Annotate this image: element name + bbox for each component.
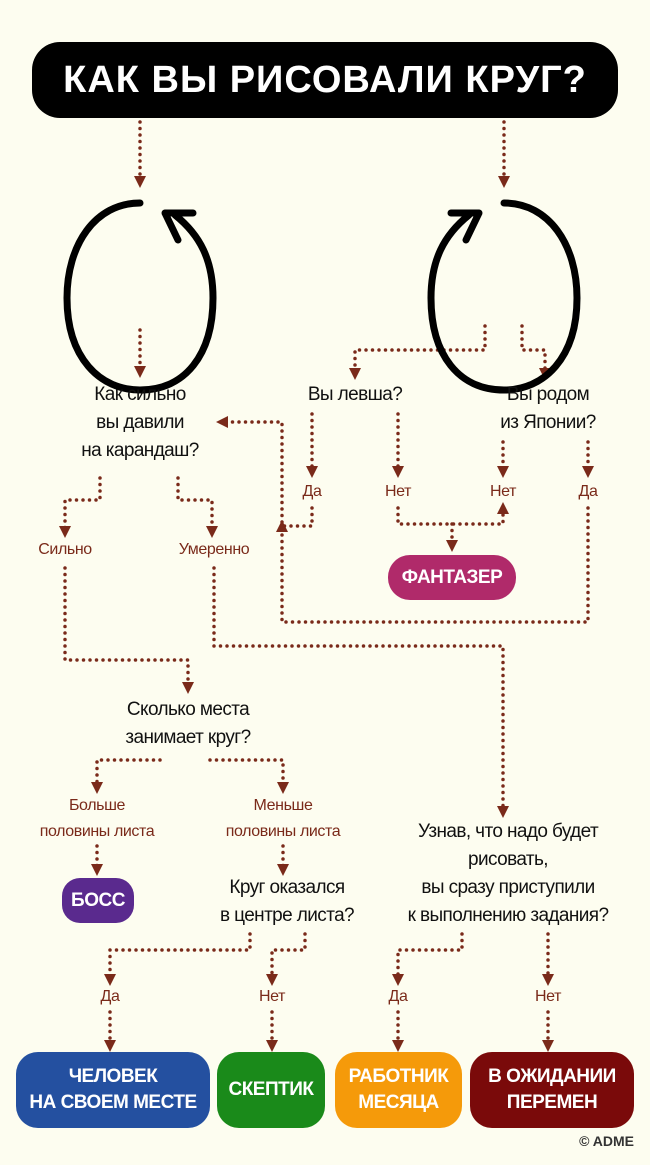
result-label: В ОЖИДАНИИ	[488, 1066, 616, 1087]
text-line: вы сразу приступили	[421, 877, 595, 898]
question-pressure: Как сильно вы давили на карандаш?	[81, 381, 199, 465]
result-employee: РАБОТНИК МЕСЯЦА	[335, 1052, 462, 1128]
text-line: на карандаш?	[81, 440, 199, 461]
text-line: к выполнению задания?	[407, 905, 609, 926]
clockwise-arrowhead-icon	[161, 209, 197, 244]
copyright: © ADME	[579, 1133, 634, 1149]
connector	[520, 324, 551, 380]
text-line: половины листа	[39, 823, 155, 840]
label-more-than-half: Больше половины листа	[40, 793, 155, 845]
question-start: Узнав, что надо будет рисовать, вы сразу…	[408, 818, 609, 930]
result-label: БОСС	[71, 889, 125, 911]
result-label: РАБОТНИК	[348, 1066, 449, 1087]
result-skeptic: СКЕПТИК	[217, 1052, 325, 1128]
label-less-than-half: Меньше половины листа	[226, 793, 341, 845]
label-no: Нет	[384, 483, 412, 500]
connector	[208, 758, 289, 794]
result-label: НА СВОЕМ МЕСТЕ	[29, 1092, 197, 1113]
text-line: вы давили	[96, 412, 184, 433]
text-line: из Японии?	[500, 412, 596, 433]
label-no: Нет	[489, 483, 517, 500]
title: КАК ВЫ РИСОВАЛИ КРУГ?	[32, 42, 618, 118]
connector	[63, 566, 194, 694]
result-dreamer: ФАНТАЗЕР	[388, 555, 516, 600]
question-japan: Вы родом из Японии?	[500, 381, 596, 437]
label-no: Нет	[258, 988, 286, 1005]
label-no: Нет	[534, 988, 562, 1005]
text-line: занимает круг?	[125, 727, 251, 748]
question-center: Круг оказался в центре листа?	[219, 874, 355, 930]
connector	[91, 758, 162, 794]
text-line: в центре листа?	[219, 905, 355, 926]
connector	[104, 932, 252, 986]
result-label: ФАНТАЗЕР	[401, 566, 503, 588]
text-line: Меньше	[253, 797, 313, 814]
question-space: Сколько места занимает круг?	[125, 696, 251, 752]
text-line: Как сильно	[94, 384, 186, 405]
connector	[212, 566, 509, 818]
label-moderate: Умеренно	[178, 541, 250, 558]
text-line: Узнав, что надо будет	[417, 821, 599, 842]
label-yes: Да	[100, 988, 120, 1005]
result-label: ПЕРЕМЕН	[506, 1092, 598, 1113]
clockwise-circle-icon	[63, 199, 217, 394]
text-line: Сколько места	[126, 699, 250, 720]
result-label: МЕСЯЦА	[358, 1092, 439, 1113]
connector	[216, 416, 314, 528]
text-line: Вы родом	[506, 384, 590, 405]
connector	[59, 476, 102, 538]
result-label: СКЕПТИК	[228, 1079, 314, 1100]
text-line: половины листа	[225, 823, 341, 840]
result-boss: БОСС	[62, 878, 134, 923]
connector	[392, 932, 464, 986]
text-line: Больше	[68, 797, 126, 814]
connector	[396, 502, 509, 526]
label-yes: Да	[578, 483, 598, 500]
text-line: рисовать,	[468, 849, 549, 870]
connector	[266, 932, 307, 986]
counterclockwise-arrowhead-icon	[447, 209, 483, 244]
label-yes: Да	[388, 988, 408, 1005]
result-label: ЧЕЛОВЕК	[68, 1066, 158, 1087]
question-lefty: Вы левша?	[307, 384, 403, 405]
result-waiting: В ОЖИДАНИИ ПЕРЕМЕН	[470, 1052, 634, 1128]
text-line: Круг оказался	[229, 877, 345, 898]
label-yes: Да	[302, 483, 322, 500]
result-right-place: ЧЕЛОВЕК НА СВОЕМ МЕСТЕ	[16, 1052, 210, 1128]
label-strong: Сильно	[38, 541, 92, 558]
connector	[176, 476, 218, 538]
counterclockwise-circle-icon	[427, 199, 581, 394]
connector	[349, 324, 487, 380]
connector	[276, 506, 590, 624]
